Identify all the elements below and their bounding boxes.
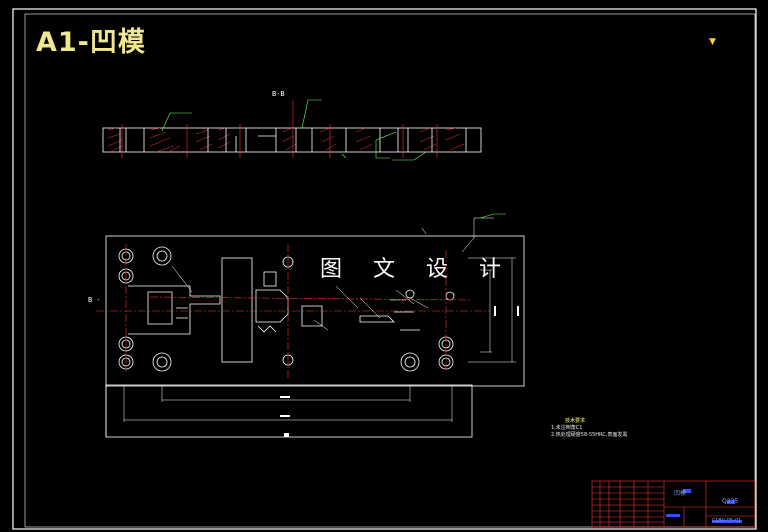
section-label: B-B [272, 90, 285, 98]
outer-frame [12, 8, 757, 530]
leader-marks [479, 213, 506, 219]
plan-centerlines [96, 244, 490, 380]
tech-requirements-heading: 技术要求 [565, 418, 586, 424]
section-centerlines [121, 100, 438, 158]
plan-dimensions [123, 217, 516, 422]
inner-frame [24, 13, 756, 528]
title-block-material: Q235 [722, 498, 739, 505]
tech-requirements: 技术要求 1.未注倒角C1 2.热处理硬度58-55HRC,表面发黑 [551, 418, 627, 439]
title-block-fill [666, 489, 742, 523]
tech-requirement-item: 2.热处理硬度58-55HRC,表面发黑 [551, 432, 628, 438]
title-block-part-name: 凹模 [674, 490, 687, 497]
watermark-text: 图 文 设 计 [320, 257, 513, 282]
section-mark: B - [88, 296, 101, 304]
cursor-icon: ▼ [709, 37, 716, 47]
title-block [591, 480, 756, 528]
section-dimensions [161, 99, 427, 161]
plan-dim-text [280, 306, 519, 437]
title-block-drawing-no: CLB0-05-01 [712, 518, 742, 524]
section-hatch [107, 127, 465, 153]
section-view [102, 127, 482, 153]
tech-requirement-item: 1.未注倒角C1 [551, 425, 583, 431]
drawing-title: A1-凹模 [36, 27, 146, 58]
